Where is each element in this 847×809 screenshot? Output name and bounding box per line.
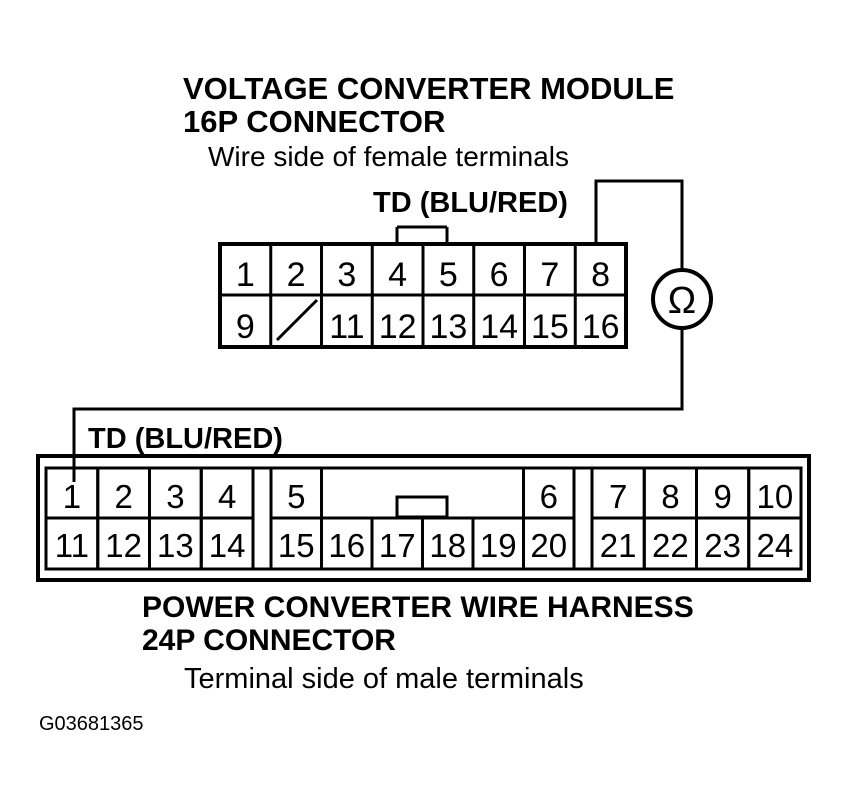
ohmmeter-icon xyxy=(651,268,713,330)
harness-pin-label: 14 xyxy=(209,527,246,564)
module-td-label: TD (BLU/RED) xyxy=(373,187,568,219)
harness-pin-label: 23 xyxy=(704,527,741,564)
module-pin-label: 6 xyxy=(490,256,509,294)
harness-pin-label: 24 xyxy=(757,527,794,564)
module-pin-label: 11 xyxy=(329,308,364,346)
separator-left xyxy=(251,466,273,571)
harness-pin-label: 8 xyxy=(661,478,679,515)
harness-pin-label: 20 xyxy=(530,527,567,564)
harness-pin-label: 4 xyxy=(218,478,236,515)
module-pin-label: 1 xyxy=(236,256,255,294)
module-pin-label: 12 xyxy=(379,308,417,346)
harness-pin-label: 10 xyxy=(757,478,794,515)
terminal-cell xyxy=(522,466,576,520)
harness-pin-label: 19 xyxy=(480,527,517,564)
harness-pin-label: 22 xyxy=(652,527,689,564)
module-pin-label: 8 xyxy=(591,256,610,294)
harness-pin-label: 12 xyxy=(105,527,142,564)
harness-pin-label: 17 xyxy=(379,527,416,564)
module-pin-label: 15 xyxy=(531,308,569,346)
module-title-line2: 16P CONNECTOR xyxy=(183,104,445,139)
wire-to-harness-pin1 xyxy=(72,328,684,482)
harness-pin-label: 2 xyxy=(114,478,132,515)
harness-pin-label: 21 xyxy=(600,527,637,564)
module-pin-label: 5 xyxy=(439,256,458,294)
separator-right xyxy=(572,466,594,571)
harness-pin-label: 5 xyxy=(287,478,305,515)
harness-td-label: TD (BLU/RED) xyxy=(88,423,283,455)
module-pin-label: 9 xyxy=(236,308,255,346)
module-title-line1: VOLTAGE CONVERTER MODULE xyxy=(183,71,674,106)
ohmmeter: Ω xyxy=(72,179,713,482)
terminal-cell xyxy=(199,516,255,571)
harness-pin-label: 11 xyxy=(55,527,89,564)
harness-pin-label: 16 xyxy=(328,527,365,564)
harness-pin-label: 6 xyxy=(540,478,558,515)
module-pin-label: 2 xyxy=(287,256,306,294)
harness-pin-label: 9 xyxy=(713,478,731,515)
module-pin-label: 16 xyxy=(582,308,620,346)
harness-pin-label: 13 xyxy=(157,527,194,564)
module-pin-label: 3 xyxy=(337,256,356,294)
unused-cavity-slash xyxy=(275,298,319,342)
module-pin-label: 13 xyxy=(429,308,467,346)
module-pin-label: 14 xyxy=(480,308,518,346)
harness-title-line1: POWER CONVERTER WIRE HARNESS xyxy=(142,591,694,624)
harness-pin-label: 1 xyxy=(63,478,81,515)
locking-tab xyxy=(395,495,449,519)
module-subtitle: Wire side of female terminals xyxy=(208,141,569,172)
ohm-symbol: Ω xyxy=(668,280,696,322)
terminal-cell xyxy=(269,466,323,520)
harness-pin-label: 15 xyxy=(278,527,315,564)
module-pin-label: 4 xyxy=(388,256,407,294)
harness-subtitle: Terminal side of male terminals xyxy=(184,663,584,695)
figure-id: G03681365 xyxy=(39,713,144,735)
harness-pin-label: 3 xyxy=(166,478,184,515)
harness-pin-label: 7 xyxy=(609,478,627,515)
terminal-cell xyxy=(747,516,803,571)
harness-title-line2: 24P CONNECTOR xyxy=(142,624,396,657)
wire-to-module-pin8 xyxy=(594,179,684,270)
module-pin-label: 7 xyxy=(540,256,559,294)
harness-pin-label: 18 xyxy=(429,527,466,564)
